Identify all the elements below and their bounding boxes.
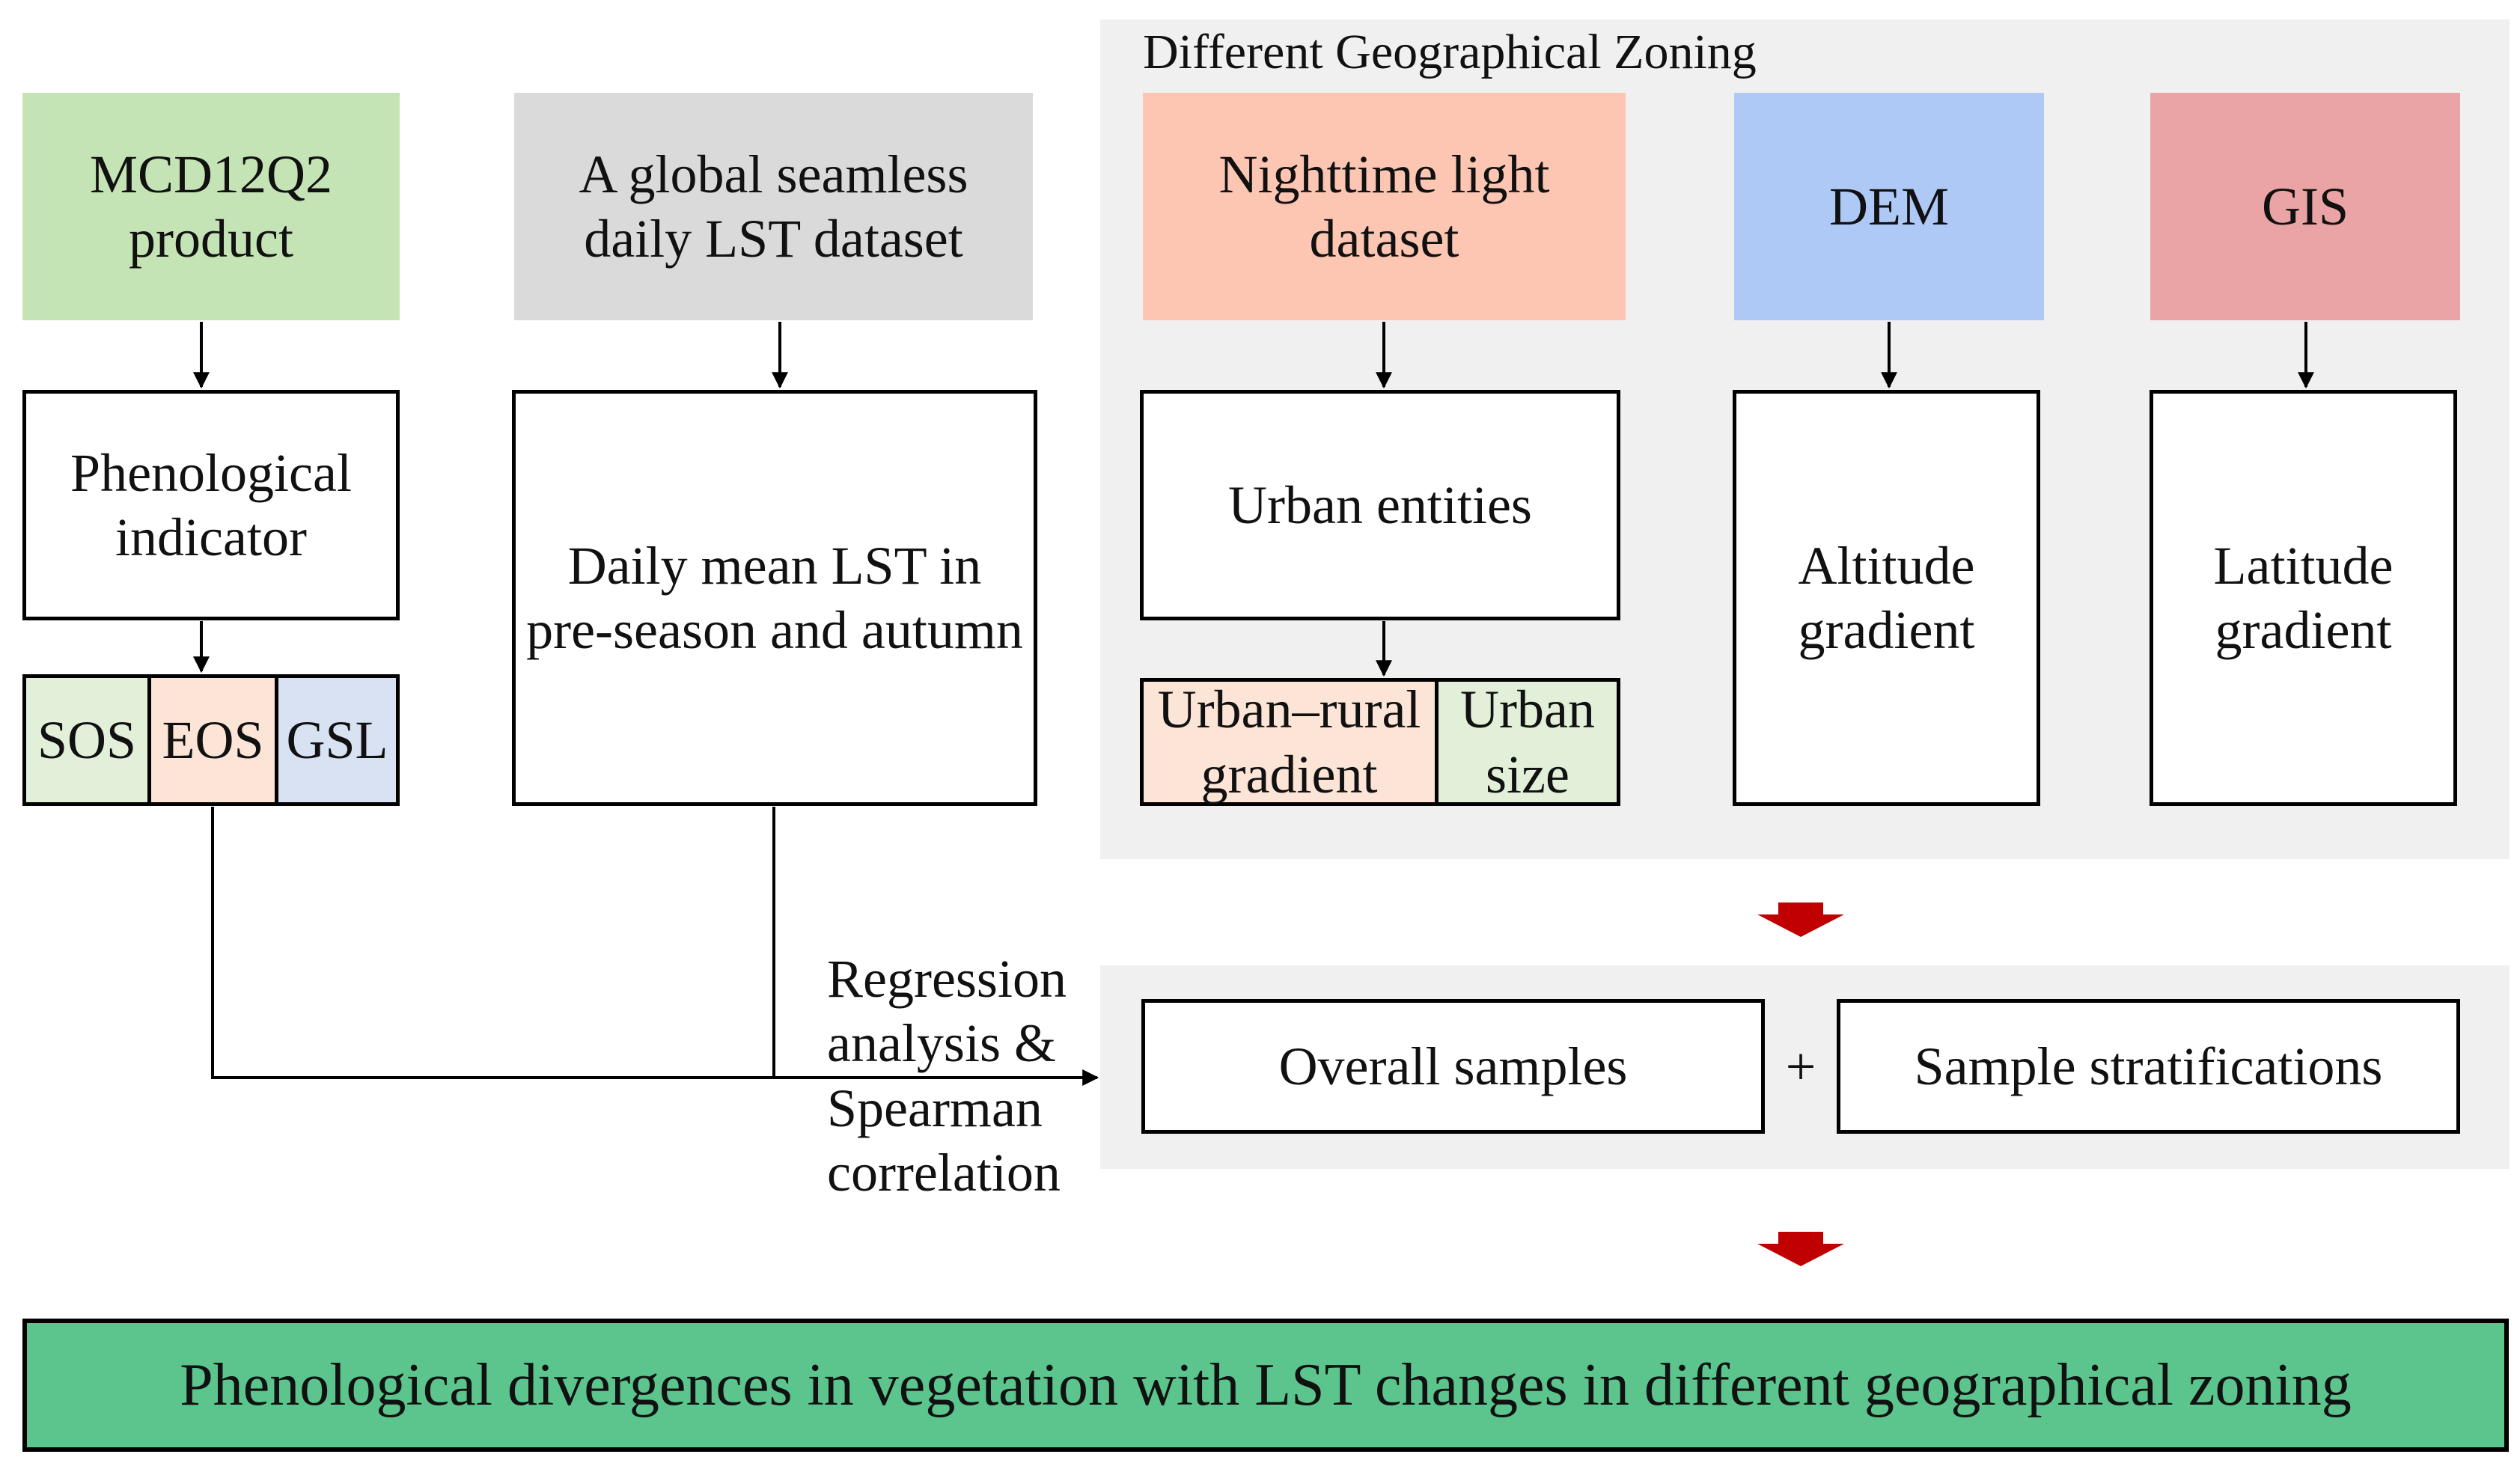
mcd12q2-product-box: MCD12Q2 product <box>22 93 400 320</box>
result-box: Phenological divergences in vegetation w… <box>22 1319 2509 1452</box>
daily-mean-lst-box: Daily mean LST in pre-season and autumn <box>512 390 1037 806</box>
connector-eos-to-analysis <box>211 807 774 1079</box>
plus-sign: + <box>1785 1036 1816 1096</box>
red-down-arrow-bottom <box>1757 1232 1844 1266</box>
latitude-gradient-box: Latitude gradient <box>2150 390 2457 806</box>
eos-cell: EOS <box>147 674 278 806</box>
overall-samples-box: Overall samples <box>1141 999 1765 1134</box>
analysis-method-label: Regression analysis & Spearman correlati… <box>827 949 1067 1203</box>
sample-stratifications-box: Sample stratifications <box>1837 999 2460 1134</box>
urban-rural-gradient-cell: Urban–rural gradient <box>1140 678 1439 806</box>
zoning-panel-title: Different Geographical Zoning <box>1143 25 1757 79</box>
gis-box: GIS <box>2150 93 2460 320</box>
sos-cell: SOS <box>22 674 151 806</box>
phenological-indicator-box: Phenological indicator <box>22 390 400 620</box>
urban-entities-box: Urban entities <box>1140 390 1620 620</box>
nighttime-light-box: Nighttime light dataset <box>1143 93 1626 320</box>
dem-box: DEM <box>1734 93 2044 320</box>
gsl-cell: GSL <box>275 674 400 806</box>
lst-dataset-box: A global seamless daily LST dataset <box>514 93 1033 320</box>
altitude-gradient-box: Altitude gradient <box>1733 390 2040 806</box>
urban-size-cell: Urban size <box>1435 678 1620 806</box>
red-down-arrow-top <box>1757 903 1844 937</box>
